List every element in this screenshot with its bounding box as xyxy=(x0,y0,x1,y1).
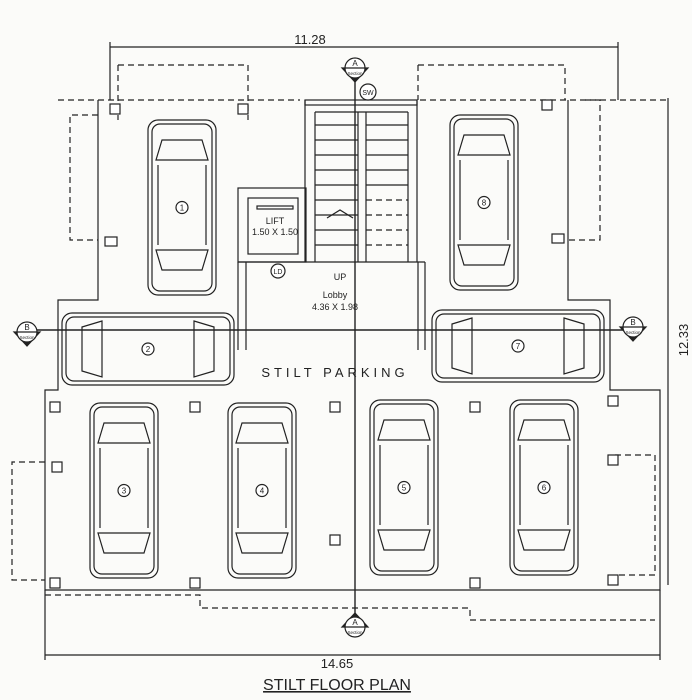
section-marker-b-left: B Section xyxy=(12,321,42,347)
lift-door-tag: LD xyxy=(274,269,283,276)
parking-space-car-3: 3 xyxy=(89,402,159,579)
car-outline xyxy=(435,313,601,379)
car-number-circle xyxy=(175,200,189,215)
parking-space-car-6: 6 xyxy=(509,399,579,576)
car-number: 5 xyxy=(402,484,407,493)
section-marker-b-right: B Section xyxy=(618,316,648,342)
dimension-top: 11.28 xyxy=(109,32,619,100)
car-number-circle xyxy=(537,480,551,495)
lift-size: 1.50 X 1.50 xyxy=(252,227,298,237)
svg-text:Section: Section xyxy=(347,71,363,76)
car-body xyxy=(369,399,439,576)
car-body xyxy=(89,402,159,579)
stilt-parking-label: STILT PARKING xyxy=(261,365,408,380)
stair-up-label: UP xyxy=(334,272,347,282)
car-body xyxy=(61,312,235,386)
car-outline xyxy=(373,403,435,572)
stair-core: UP SW xyxy=(304,83,418,282)
section-marker-a-top: A Section xyxy=(340,57,370,83)
car-outline xyxy=(231,406,293,575)
car-body xyxy=(449,114,519,291)
car-outline xyxy=(453,118,515,287)
parking-space-car-2: 2 xyxy=(61,312,235,386)
car-body xyxy=(227,402,297,579)
parking-space-car-5: 5 xyxy=(369,399,439,576)
car-body xyxy=(431,309,605,383)
section-marker-a-bottom: A Section xyxy=(340,612,370,638)
car-number-circle xyxy=(117,483,131,498)
building-outline xyxy=(11,64,668,621)
lift-label: LIFT xyxy=(266,216,285,226)
lobby-label: Lobby xyxy=(323,290,348,300)
parking-space-car-7: 7 xyxy=(431,309,605,383)
svg-text:Section: Section xyxy=(347,630,363,635)
car-number-circle xyxy=(255,483,269,498)
car-body xyxy=(509,399,579,576)
car-outline xyxy=(151,123,213,292)
car-number: 2 xyxy=(146,345,151,354)
lift: LIFT 1.50 X 1.50 LD xyxy=(237,187,307,279)
car-number-circle xyxy=(477,195,491,210)
dimension-bottom-label: 14.65 xyxy=(321,656,354,671)
svg-text:Section: Section xyxy=(19,335,35,340)
car-number-circle xyxy=(511,339,525,353)
lobby-size: 4.36 X 1.98 xyxy=(312,302,358,312)
car-number: 4 xyxy=(260,487,265,496)
svg-text:B: B xyxy=(24,323,29,332)
car-outline xyxy=(93,406,155,575)
svg-text:A: A xyxy=(352,59,358,68)
parking-space-car-1: 1 xyxy=(147,119,217,296)
car-outline xyxy=(513,403,575,572)
car-number: 7 xyxy=(516,342,521,351)
svg-text:Section: Section xyxy=(625,330,641,335)
svg-text:B: B xyxy=(630,318,635,327)
lobby: Lobby 4.36 X 1.98 xyxy=(237,261,426,350)
car-body xyxy=(147,119,217,296)
section-lines xyxy=(25,70,640,625)
car-number: 8 xyxy=(482,199,487,208)
dimension-bottom: 14.65 xyxy=(44,590,661,671)
parking-space-car-8: 8 xyxy=(449,114,519,291)
car-outline xyxy=(65,316,231,382)
plan-title: STILT FLOOR PLAN xyxy=(263,677,411,694)
car-number: 3 xyxy=(122,487,127,496)
dimension-right-label: 12.33 xyxy=(676,324,691,357)
car-number-circle xyxy=(141,342,155,356)
car-number: 6 xyxy=(542,484,547,493)
parking-space-car-4: 4 xyxy=(227,402,297,579)
dimension-right: 12.33 xyxy=(667,98,691,585)
sw-tag: SW xyxy=(362,90,374,97)
car-number: 1 xyxy=(180,204,185,213)
svg-text:A: A xyxy=(352,618,358,627)
car-number-circle xyxy=(397,480,411,495)
dimension-top-label: 11.28 xyxy=(294,32,326,47)
